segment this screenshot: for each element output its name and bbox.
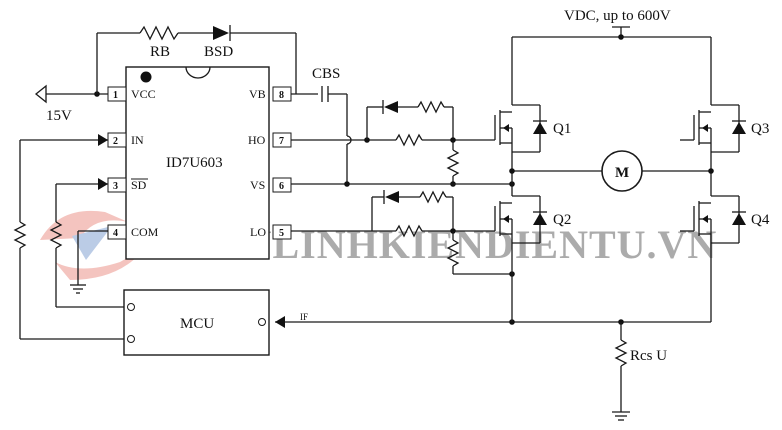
q1-gate-resistor-a xyxy=(417,100,445,114)
rb-resistor xyxy=(139,25,179,41)
vdc-label: VDC, up to 600V xyxy=(564,8,671,24)
pin-num-6: 6 xyxy=(279,181,284,192)
pin-num-2: 2 xyxy=(113,136,118,147)
pin1-marker xyxy=(140,71,152,83)
q2-label: Q2 xyxy=(553,212,571,228)
q3-label: Q3 xyxy=(751,121,769,137)
mcu-block xyxy=(123,289,270,356)
pin-name-in: IN xyxy=(131,133,144,147)
ic-notch xyxy=(185,66,211,79)
q3-mosfet xyxy=(680,104,746,153)
mcu-label: MCU xyxy=(180,316,214,332)
pin-name-vs: VS xyxy=(250,178,265,192)
motor-label: M xyxy=(615,165,629,181)
right-pins: 8 VB 7 HO 6 VS 5 LO xyxy=(248,86,292,240)
q1-label: Q1 xyxy=(553,121,571,137)
q2-gate-resistor-b xyxy=(395,224,423,238)
q4-mosfet xyxy=(680,195,746,244)
ic-part-number: ID7U603 xyxy=(166,155,223,171)
q2-gate-diode xyxy=(385,191,399,203)
rb-label: RB xyxy=(150,44,170,60)
in-resistor xyxy=(13,221,27,249)
pin-name-sd: SD xyxy=(131,178,147,192)
pin-num-1: 1 xyxy=(113,90,118,101)
motor-symbol xyxy=(601,150,643,192)
pin-name-vcc: VCC xyxy=(131,87,156,101)
pin-num-4: 4 xyxy=(113,228,118,239)
q1-gate-resistor-b xyxy=(395,133,423,147)
q1-gs-resistor xyxy=(446,149,460,177)
rcs-label: Rcs U xyxy=(630,348,667,364)
cbs-label: CBS xyxy=(312,66,340,82)
q1-mosfet xyxy=(494,104,547,153)
pin-num-5: 5 xyxy=(279,228,284,239)
supply-arrow xyxy=(34,84,47,104)
pin-num-3: 3 xyxy=(113,181,118,192)
rcs-resistor xyxy=(614,339,628,367)
if-label: IF xyxy=(300,312,308,322)
driver-ic-body xyxy=(125,66,270,260)
pin-num-8: 8 xyxy=(279,90,284,101)
q2-mosfet xyxy=(494,195,547,244)
q1-gate-diode xyxy=(384,101,398,113)
bsd-label: BSD xyxy=(204,44,233,60)
sd-resistor xyxy=(49,221,63,249)
left-pins: 1 VCC 2 IN 3 SD 4 COM xyxy=(107,86,159,240)
q4-label: Q4 xyxy=(751,212,770,228)
q2-gs-resistor xyxy=(446,239,460,267)
pin-num-7: 7 xyxy=(279,136,284,147)
pin-name-ho: HO xyxy=(248,133,266,147)
pin-name-vb: VB xyxy=(249,87,266,101)
bsd-diode xyxy=(213,26,229,40)
pin-name-com: COM xyxy=(131,225,159,239)
q2-gate-resistor-a xyxy=(419,190,447,204)
pin-name-lo: LO xyxy=(250,225,266,239)
supply-label: 15V xyxy=(46,108,72,124)
